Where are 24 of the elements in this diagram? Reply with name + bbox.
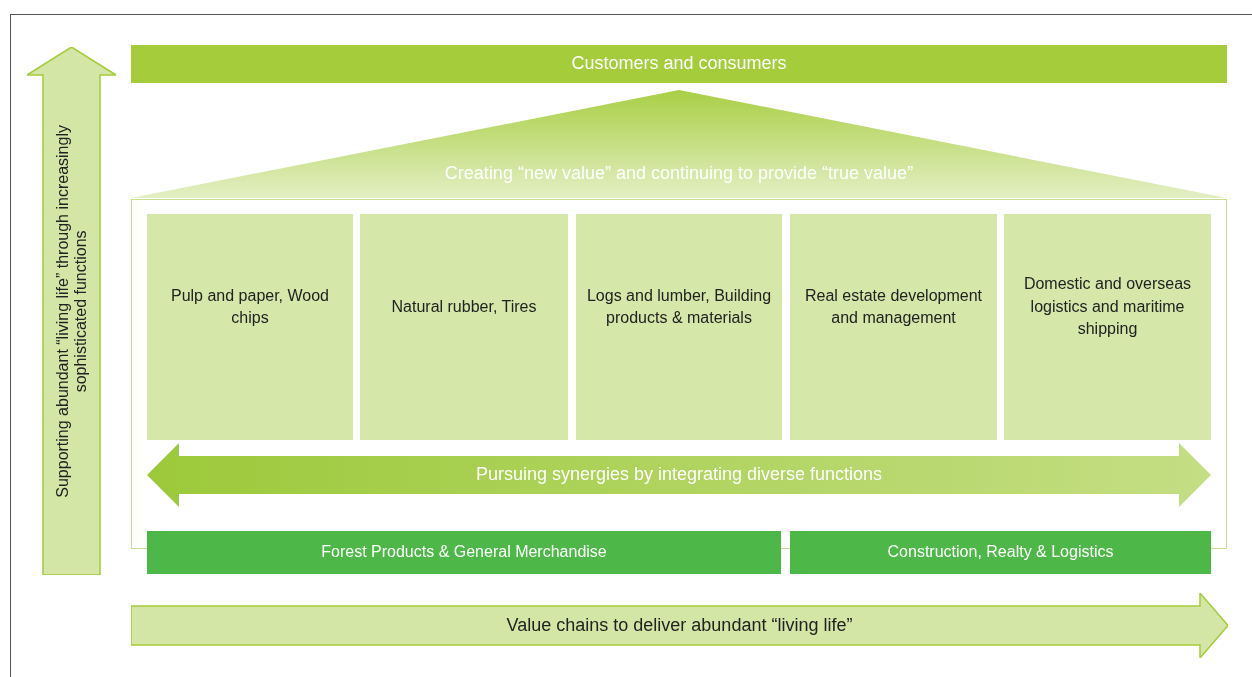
segment-bar [790,531,1211,574]
vertical-arrow [27,47,116,575]
category-column-label: Pulp and paper, Wood chips [169,285,330,328]
banner-label: Customers and consumers [571,52,787,76]
category-column [360,214,568,440]
category-column [790,214,997,440]
category-column [576,214,782,440]
double-arrow-label: Pursuing synergies by integrating diverse functions [475,463,883,487]
segment-bar-label: Forest Products & General Merchandise [321,542,607,563]
segment-bar-label: Construction, Realty & Logistics [887,542,1114,563]
category-column [1004,214,1211,440]
double-arrow [147,443,1211,507]
segment-bar [147,531,781,574]
roof [131,90,1227,198]
horizontal-arrow-label: Value chains to deliver abundant “living life” [506,613,853,637]
horizontal-arrow [131,593,1228,658]
roof-label: Creating “new value” and continuing to provide “true value” [444,162,914,186]
banner [131,45,1227,83]
category-column [147,214,353,440]
category-column-label: Natural rubber, Tires [390,296,538,317]
category-column-label: Logs and lumber, Building products & materials [585,285,773,328]
category-column-label: Real estate development and management [804,285,983,328]
vertical-arrow-label: Supporting abundant “living life” through increasingly sophisticated functions [53,123,90,500]
category-column-label: Domestic and overseas logistics and maritime shipping [1022,274,1193,340]
